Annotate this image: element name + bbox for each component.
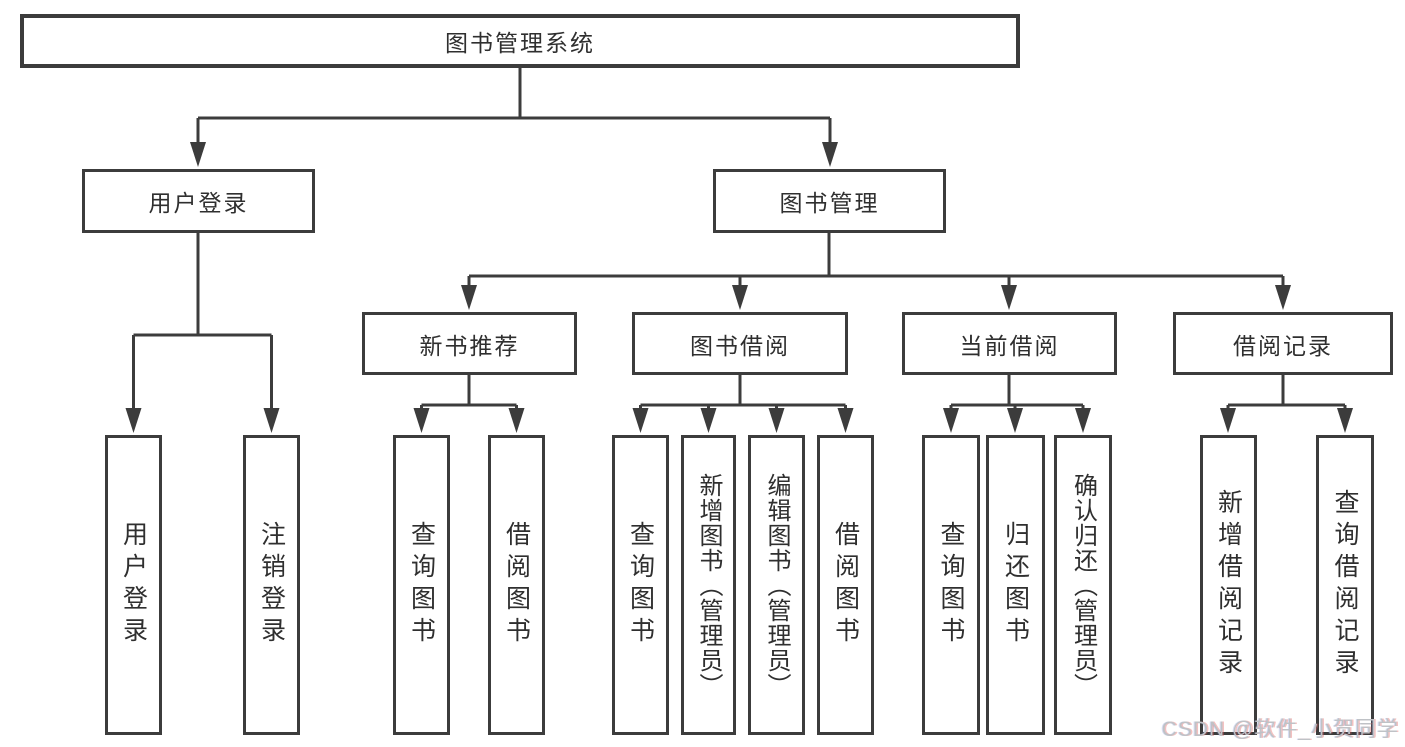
leaf-edit-books-admin: 编辑图书（管理员） bbox=[748, 435, 805, 735]
node-book-management: 图书管理 bbox=[713, 169, 946, 233]
node-label: 查询图书 bbox=[407, 521, 436, 649]
leaf-borrow-books-recommend: 借阅图书 bbox=[488, 435, 545, 735]
node-label: 新增图书（管理员） bbox=[695, 472, 722, 698]
leaf-logout: 注销登录 bbox=[243, 435, 300, 735]
leaf-user-login: 用户登录 bbox=[105, 435, 162, 735]
node-label: 用户登录 bbox=[148, 190, 249, 216]
node-label: 归还图书 bbox=[1001, 521, 1030, 649]
node-label: 图书管理 bbox=[779, 190, 880, 216]
node-label: 图书管理系统 bbox=[445, 30, 595, 56]
node-new-book-recommendation: 新书推荐 bbox=[362, 312, 577, 375]
node-book-borrowing: 图书借阅 bbox=[632, 312, 848, 375]
leaf-query-books-recommend: 查询图书 bbox=[393, 435, 450, 735]
node-label: 图书借阅 bbox=[690, 332, 790, 359]
node-label: 查询图书 bbox=[626, 521, 655, 649]
node-label: 查询图书 bbox=[937, 521, 965, 649]
node-label: 新增借阅记录 bbox=[1214, 489, 1243, 681]
node-library-management-system: 图书管理系统 bbox=[20, 14, 1020, 68]
leaf-query-borrow-record: 查询借阅记录 bbox=[1316, 435, 1374, 735]
node-user-login: 用户登录 bbox=[82, 169, 315, 233]
node-current-borrowing: 当前借阅 bbox=[902, 312, 1117, 375]
node-label: 查询借阅记录 bbox=[1331, 489, 1359, 681]
leaf-return-books: 归还图书 bbox=[986, 435, 1045, 735]
node-borrowing-records: 借阅记录 bbox=[1173, 312, 1393, 375]
node-label: 借阅图书 bbox=[502, 521, 531, 649]
leaf-borrow-books-borrowing: 借阅图书 bbox=[817, 435, 874, 735]
node-label: 确认归还（管理员） bbox=[1069, 472, 1097, 698]
node-label: 新书推荐 bbox=[419, 332, 520, 359]
node-label: 注销登录 bbox=[257, 521, 286, 649]
node-label: 借阅记录 bbox=[1233, 332, 1333, 359]
leaf-confirm-return-admin: 确认归还（管理员） bbox=[1054, 435, 1112, 735]
node-label: 当前借阅 bbox=[959, 332, 1060, 359]
leaf-query-books-current: 查询图书 bbox=[922, 435, 980, 735]
leaf-add-books-admin: 新增图书（管理员） bbox=[681, 435, 736, 735]
leaf-add-borrow-record: 新增借阅记录 bbox=[1200, 435, 1257, 735]
node-label: 编辑图书（管理员） bbox=[763, 472, 790, 698]
node-label: 用户登录 bbox=[119, 521, 148, 649]
watermark-text: CSDN @软件_小贺同学 bbox=[1161, 718, 1399, 741]
node-label: 借阅图书 bbox=[831, 521, 860, 649]
leaf-query-books-borrowing: 查询图书 bbox=[612, 435, 669, 735]
